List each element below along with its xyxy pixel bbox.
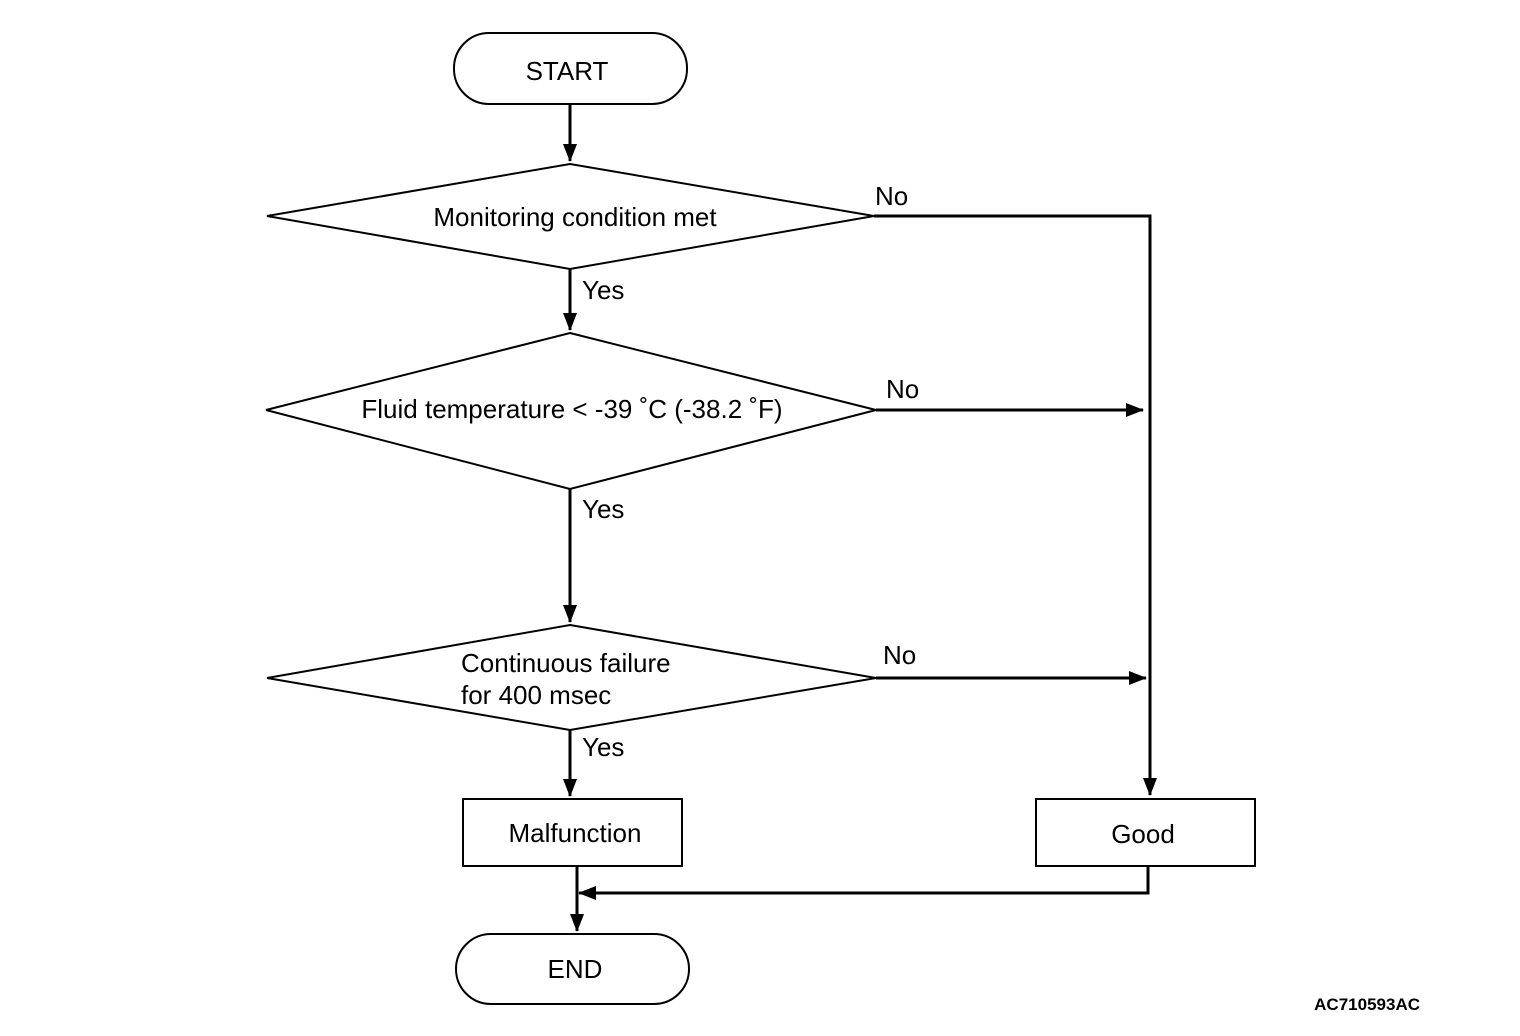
decision1-label: Monitoring condition met xyxy=(433,202,717,232)
decision2-yes-label: Yes xyxy=(582,494,624,524)
good-label: Good xyxy=(1111,819,1175,849)
decision1-no-label: No xyxy=(875,181,908,211)
decision2-label: Fluid temperature < -39 ˚C (-38.2 ˚F) xyxy=(361,394,782,424)
connector-good-to-merge xyxy=(578,866,1150,900)
decision3-label-line1: Continuous failure xyxy=(461,648,671,678)
figure-code: AC710593AC xyxy=(1314,995,1420,1014)
decision3-no-label: No xyxy=(883,640,916,670)
decision1-yes-label: Yes xyxy=(582,275,624,305)
malfunction-label: Malfunction xyxy=(509,818,642,848)
start-label: START xyxy=(526,56,609,86)
decision3-label-line2: for 400 msec xyxy=(461,680,611,710)
decision2-no-label: No xyxy=(886,374,919,404)
decision3-yes-label: Yes xyxy=(582,732,624,762)
good-box xyxy=(1035,798,1256,867)
connector-decision1-no-to-good xyxy=(874,214,1157,796)
end-label: END xyxy=(548,954,603,984)
end-terminal xyxy=(455,933,690,1005)
malfunction-box xyxy=(462,798,683,867)
